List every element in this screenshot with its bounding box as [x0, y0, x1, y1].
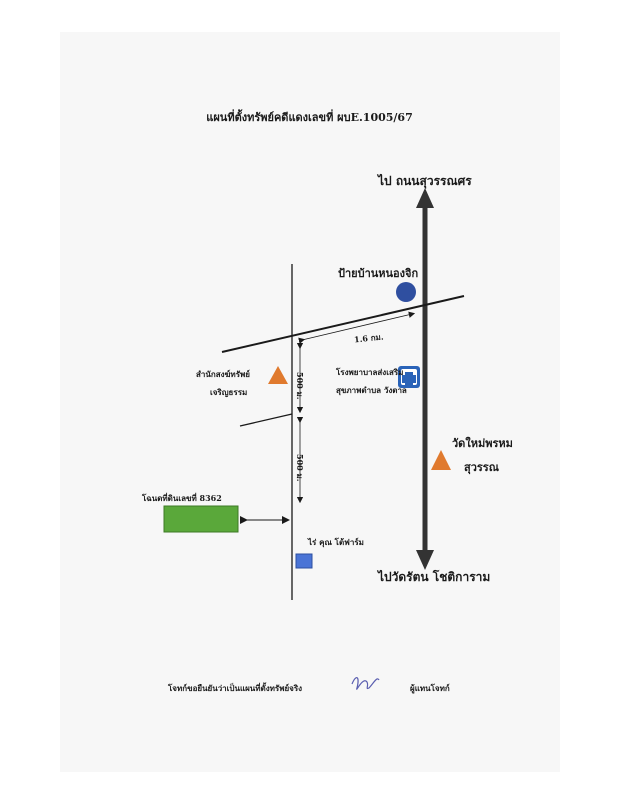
certify-text: โจทก์ขอยืนยันว่าเป็นแผนที่ตั้งทรัพย์จริง: [168, 683, 303, 693]
temple-label-line1: วัดใหม่พรหม: [452, 437, 513, 450]
north-arrow-head: [416, 188, 434, 208]
map-title: แผนที่ตั้งทรัพย์คดีแดงเลขที่ ผบE.1005/67: [206, 111, 413, 124]
plaintiff-agent-label: ผู้แทนโจทก์: [410, 683, 450, 693]
monk-office-label-line2: เจริญธรรม: [210, 387, 248, 397]
branch-road: [239, 413, 293, 427]
distance-lower-label: 500 ม.: [295, 454, 305, 482]
diagonal-road: [221, 295, 465, 353]
distance-east-arrow: [298, 311, 416, 344]
farm-marker: [295, 553, 313, 569]
hospital-label-line2: สุขภาพตำบล วังตาล: [336, 385, 407, 395]
hospital-marker: [398, 366, 420, 388]
distance-upper-label: 500 ม.: [295, 372, 305, 400]
hospital-label-line1: โรงพยาบาลส่งเสริม: [336, 367, 404, 377]
signature-mark: [351, 677, 380, 690]
document-page: [60, 32, 560, 772]
bus-stop-marker: [396, 282, 416, 302]
temple-marker: [431, 450, 451, 470]
south-arrow-head: [416, 550, 434, 570]
land-deed-label: โฉนดที่ดินเลขที่ 8362: [142, 493, 222, 503]
bus-stop-label: ป้ายบ้านหนองจิก: [338, 267, 419, 280]
land-plot-marker: [163, 505, 239, 533]
south-road-label: ไปวัดรัตน โชติการาม: [378, 570, 491, 584]
north-road-label: ไป ถนนสุวรรณศร: [378, 174, 472, 188]
temple-label-line2: สุวรรณ: [464, 461, 499, 474]
farm-label: ไร่ คุณ โต้ฟาร์ม: [308, 537, 364, 547]
monk-office-marker: [268, 366, 288, 384]
monk-office-label-line1: สำนักสงฆ์ทรัพย์: [196, 369, 250, 379]
